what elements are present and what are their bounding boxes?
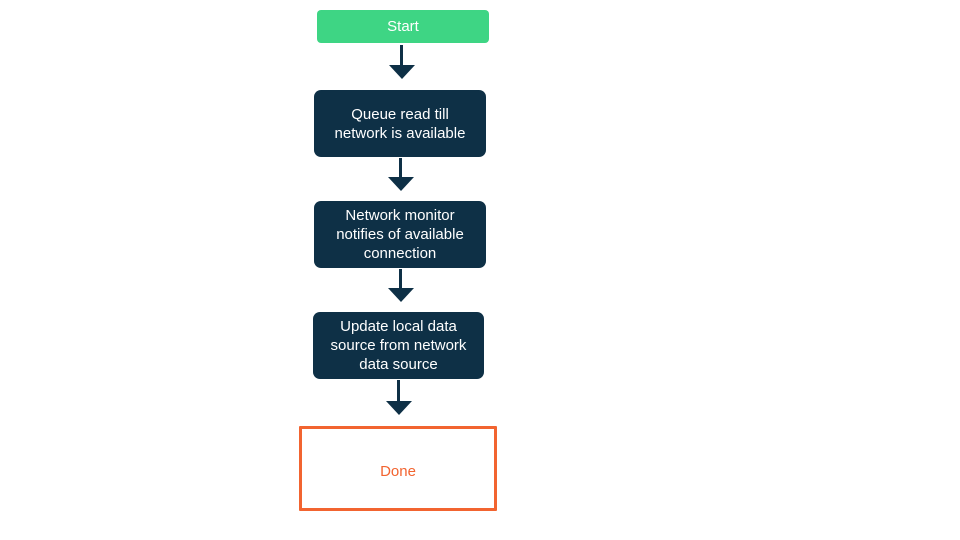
edge-line [397, 380, 400, 403]
arrow-down-icon [386, 401, 412, 415]
arrow-down-icon [388, 288, 414, 302]
edge-update-local-to-done [386, 380, 412, 416]
edge-line [399, 158, 402, 179]
node-network-monitor[interactable]: Network monitor notifies of available co… [314, 201, 486, 268]
edge-line [400, 45, 403, 67]
edge-line [399, 269, 402, 290]
arrow-down-icon [389, 65, 415, 79]
edge-start-to-queue-read [389, 45, 415, 79]
node-update-local[interactable]: Update local data source from network da… [313, 312, 484, 379]
node-start[interactable]: Start [317, 10, 489, 43]
edge-network-monitor-to-update-local [388, 269, 414, 302]
node-done[interactable]: Done [299, 426, 497, 511]
edge-queue-read-to-network-monitor [388, 158, 414, 191]
arrow-down-icon [388, 177, 414, 191]
node-queue-read[interactable]: Queue read till network is available [314, 90, 486, 157]
